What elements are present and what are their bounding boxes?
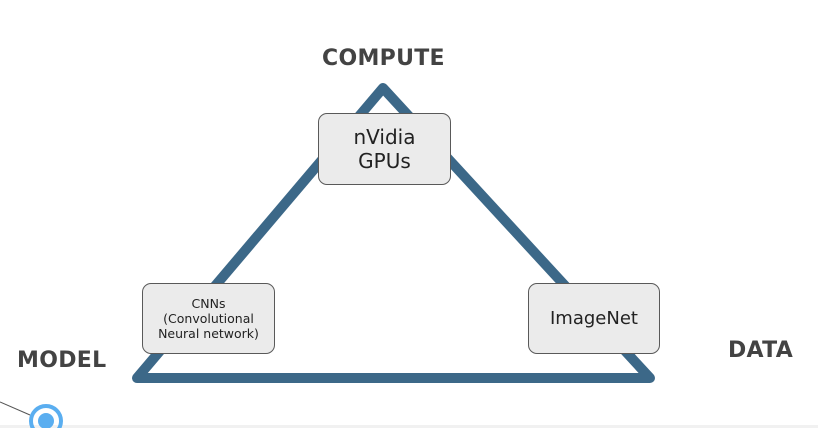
node-cnns: CNNs (Convolutional Neural network) — [142, 283, 275, 354]
pointer-line — [0, 401, 31, 416]
target-dot-icon — [38, 413, 54, 428]
triangle-outline — [132, 83, 655, 383]
node-nvidia-gpus: nVidia GPUs — [318, 113, 451, 185]
node-imagenet-text: ImageNet — [550, 307, 638, 329]
bottom-strip — [0, 425, 818, 428]
label-data: DATA — [728, 338, 794, 363]
node-imagenet: ImageNet — [528, 283, 660, 354]
node-nvidia-gpus-text: nVidia GPUs — [353, 125, 416, 173]
node-cnns-text: CNNs (Convolutional Neural network) — [158, 296, 259, 341]
label-compute: COMPUTE — [322, 46, 445, 71]
label-model: MODEL — [17, 348, 107, 373]
target-ring-icon — [29, 404, 63, 428]
